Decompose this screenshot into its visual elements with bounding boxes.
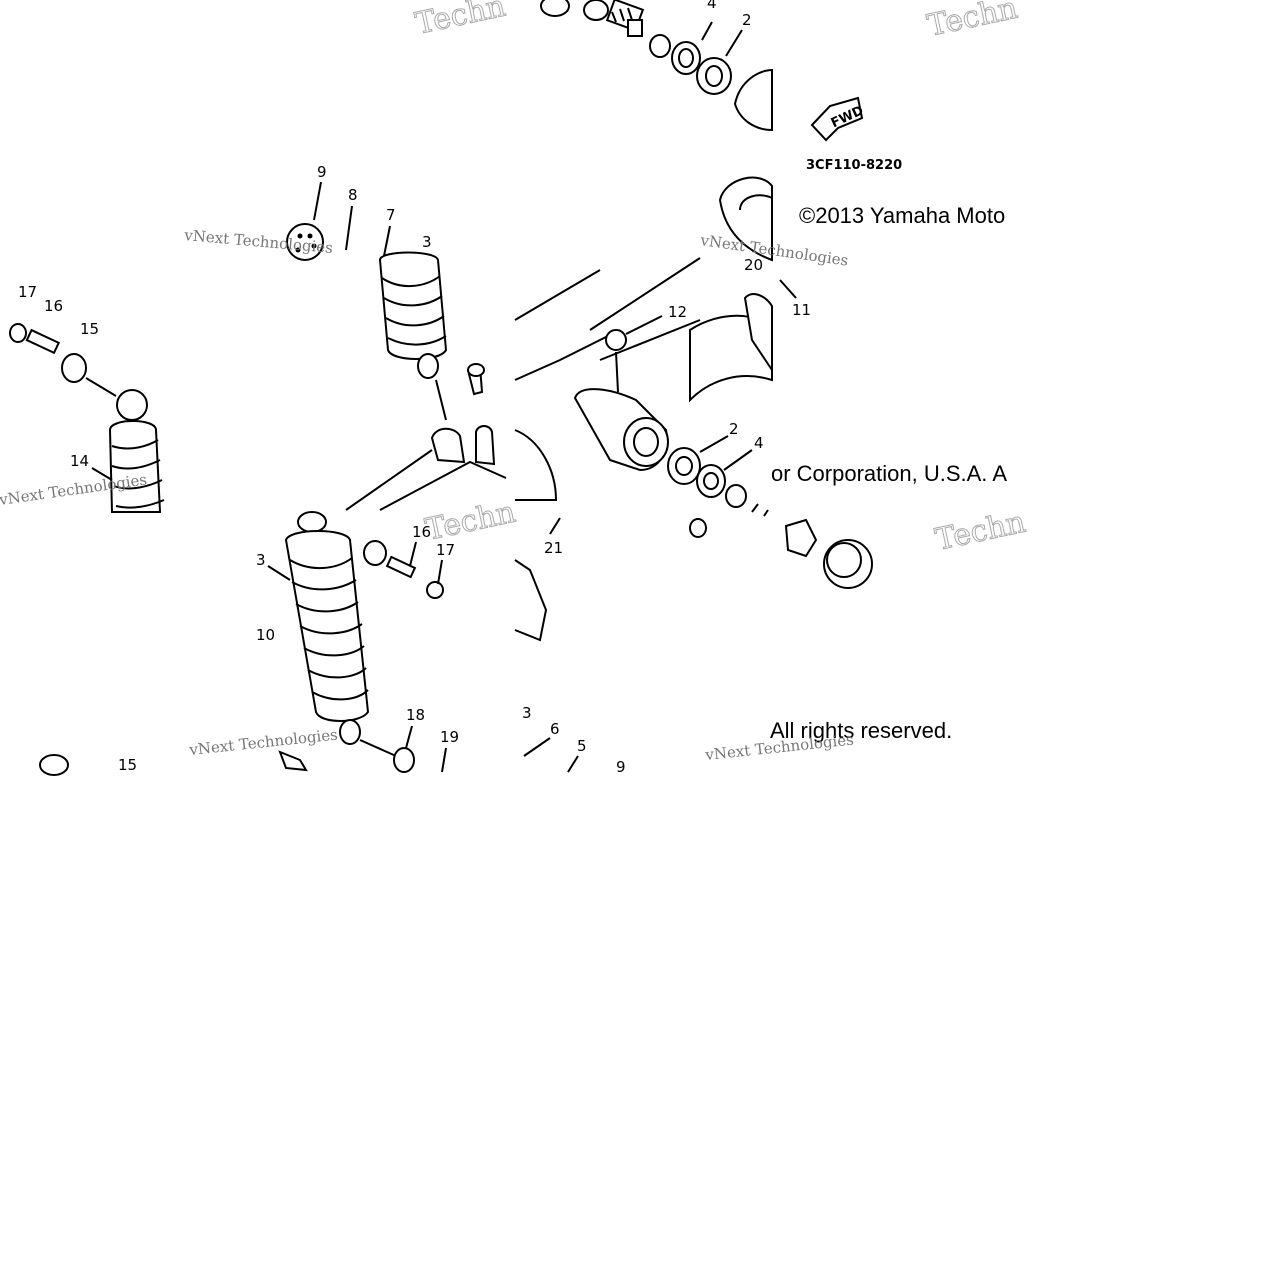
callout-3-lower: 3 — [256, 551, 266, 569]
callout-8: 8 — [348, 186, 358, 204]
callout-10: 10 — [256, 626, 275, 644]
callout-9: 9 — [317, 163, 327, 181]
copyright-line-3: All rights reserved. — [770, 718, 952, 743]
top-hardware-group — [540, 0, 773, 132]
callout-16-left: 16 — [44, 297, 63, 315]
callout-7: 7 — [386, 206, 396, 224]
callout-5: 5 — [577, 737, 587, 755]
watermark-large-4: Techn — [932, 505, 1028, 558]
watermark-large-1: Techn — [412, 0, 508, 42]
callout-17-lower: 17 — [436, 541, 455, 559]
callout-11: 11 — [792, 301, 811, 319]
swingarm — [514, 176, 873, 589]
callout-15-lower: 15 — [118, 756, 137, 774]
watermarks: vNext Technologies vNext Technologies vN… — [0, 0, 1029, 764]
copyright-line-1: ©2013 Yamaha Moto — [799, 203, 1005, 228]
callout-4-top: 4 — [707, 0, 717, 12]
center-shock-upper — [286, 223, 448, 421]
callout-19: 19 — [440, 728, 459, 746]
left-rear-shock — [9, 323, 165, 513]
callout-20: 20 — [744, 256, 763, 274]
watermark-large-3: Techn — [422, 495, 518, 548]
fwd-arrow-icon: FWD — [810, 96, 866, 142]
callout-labels: 17 16 15 14 9 8 7 3 4 2 12 11 20 21 16 1… — [18, 0, 811, 776]
callout-4-right: 4 — [754, 434, 764, 452]
callout-2-right: 2 — [729, 420, 739, 438]
callout-17-left: 17 — [18, 283, 37, 301]
copyright-line-2: or Corporation, U.S.A. A — [771, 461, 1007, 486]
watermark-large-2: Techn — [924, 0, 1020, 44]
callout-15-left: 15 — [80, 320, 99, 338]
watermark-small-4: vNext Technologies — [188, 726, 339, 760]
lower-rear-shock — [39, 511, 444, 776]
callout-14: 14 — [70, 452, 89, 470]
callout-16-lower: 16 — [412, 523, 431, 541]
callout-6: 6 — [550, 720, 560, 738]
callout-2-top: 2 — [742, 11, 752, 29]
diagram-code: 3CF110-8220 — [806, 158, 902, 173]
callout-21: 21 — [544, 539, 563, 557]
callout-9-bottom: 9 — [616, 758, 626, 776]
callout-12: 12 — [668, 303, 687, 321]
callout-3-upper: 3 — [422, 233, 432, 251]
lower-link — [345, 363, 558, 642]
callout-18: 18 — [406, 706, 425, 724]
callout-3-bottom: 3 — [522, 704, 532, 722]
watermark-small-2: vNext Technologies — [698, 231, 849, 270]
